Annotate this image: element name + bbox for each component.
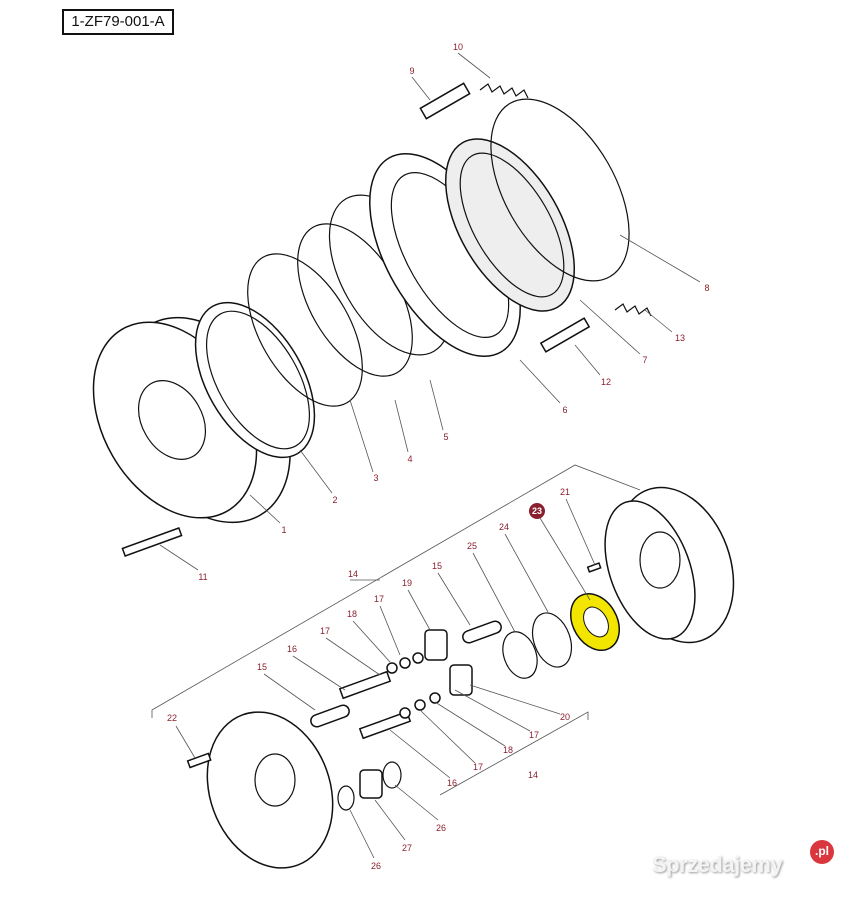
part-23-thrust-bearing-highlighted[interactable] [561, 585, 629, 659]
part-13-spring [614, 303, 652, 317]
callout-22[interactable]: 22 [167, 713, 177, 723]
callout-14[interactable]: 14 [348, 569, 358, 579]
callout-3[interactable]: 3 [373, 473, 378, 483]
callout-17[interactable]: 17 [374, 594, 384, 604]
callout-4[interactable]: 4 [407, 454, 412, 464]
part-11-bolt [121, 527, 183, 557]
callout-19[interactable]: 19 [402, 578, 412, 588]
callout-25[interactable]: 25 [467, 541, 477, 551]
callout-17[interactable]: 17 [529, 730, 539, 740]
callout-27[interactable]: 27 [402, 843, 412, 853]
callout-16[interactable]: 16 [447, 778, 457, 788]
part-20-carrier [604, 486, 735, 644]
part-27-gear [359, 769, 383, 799]
part-26-circlip [382, 761, 402, 789]
part-20-planet-gear [449, 664, 473, 696]
group-bracket-bottom [439, 711, 589, 796]
callout-21[interactable]: 21 [560, 487, 570, 497]
callout-2[interactable]: 2 [332, 495, 337, 505]
part-16-shaft [338, 670, 392, 700]
callout-26[interactable]: 26 [371, 861, 381, 871]
part-3-seal-ring [247, 253, 363, 407]
group-bracket-top [151, 464, 641, 718]
part-2-piston [194, 301, 316, 459]
callout-9[interactable]: 9 [409, 66, 414, 76]
part-22-cover-plate [206, 711, 334, 869]
callout-10[interactable]: 10 [453, 42, 463, 52]
callout-7[interactable]: 7 [642, 355, 647, 365]
callout-17[interactable]: 17 [473, 762, 483, 772]
callout-18[interactable]: 18 [503, 745, 513, 755]
callout-13[interactable]: 13 [675, 333, 685, 343]
callout-1[interactable]: 1 [281, 525, 286, 535]
part-19-planet-gear [424, 629, 448, 661]
leader-lines [159, 52, 701, 859]
callout-24[interactable]: 24 [499, 522, 509, 532]
part-15-link [462, 620, 502, 644]
part-17-18-bearings [386, 652, 441, 719]
part-21-pin [586, 562, 602, 573]
watermark-logo: Sprzedajemy [652, 852, 783, 877]
callout-20[interactable]: 20 [560, 712, 570, 722]
callout-17[interactable]: 17 [320, 626, 330, 636]
diagram-id-box: 1-ZF79-001-A [62, 9, 174, 35]
callout-15[interactable]: 15 [432, 561, 442, 571]
callout-14[interactable]: 14 [528, 770, 538, 780]
callout-12[interactable]: 12 [601, 377, 611, 387]
callout-labels: 10 9 8 13 7 12 6 5 4 3 2 1 11 21 23 24 2… [167, 42, 710, 871]
part-26-circlip [337, 785, 355, 811]
callout-5[interactable]: 5 [443, 432, 448, 442]
callout-15[interactable]: 15 [257, 662, 267, 672]
callout-26[interactable]: 26 [436, 823, 446, 833]
part-24-circlip [531, 612, 573, 668]
callout-11[interactable]: 11 [198, 572, 207, 582]
part-9-pin [419, 82, 471, 120]
watermark-logo-badge: .pl [810, 840, 834, 864]
part-25-washer [502, 631, 538, 679]
part-12-pin [539, 317, 591, 353]
callout-23[interactable]: 23 [532, 506, 542, 516]
part-22-bolt [186, 752, 212, 769]
part-7-friction-disc [444, 138, 576, 312]
part-8-steel-disc [490, 98, 630, 282]
callout-8[interactable]: 8 [704, 283, 709, 293]
callout-16[interactable]: 16 [287, 644, 297, 654]
part-10-spring [479, 83, 529, 99]
selected-callout-badge[interactable] [529, 503, 545, 519]
callout-18[interactable]: 18 [347, 609, 357, 619]
part-15-link [310, 704, 350, 728]
callout-6[interactable]: 6 [562, 405, 567, 415]
